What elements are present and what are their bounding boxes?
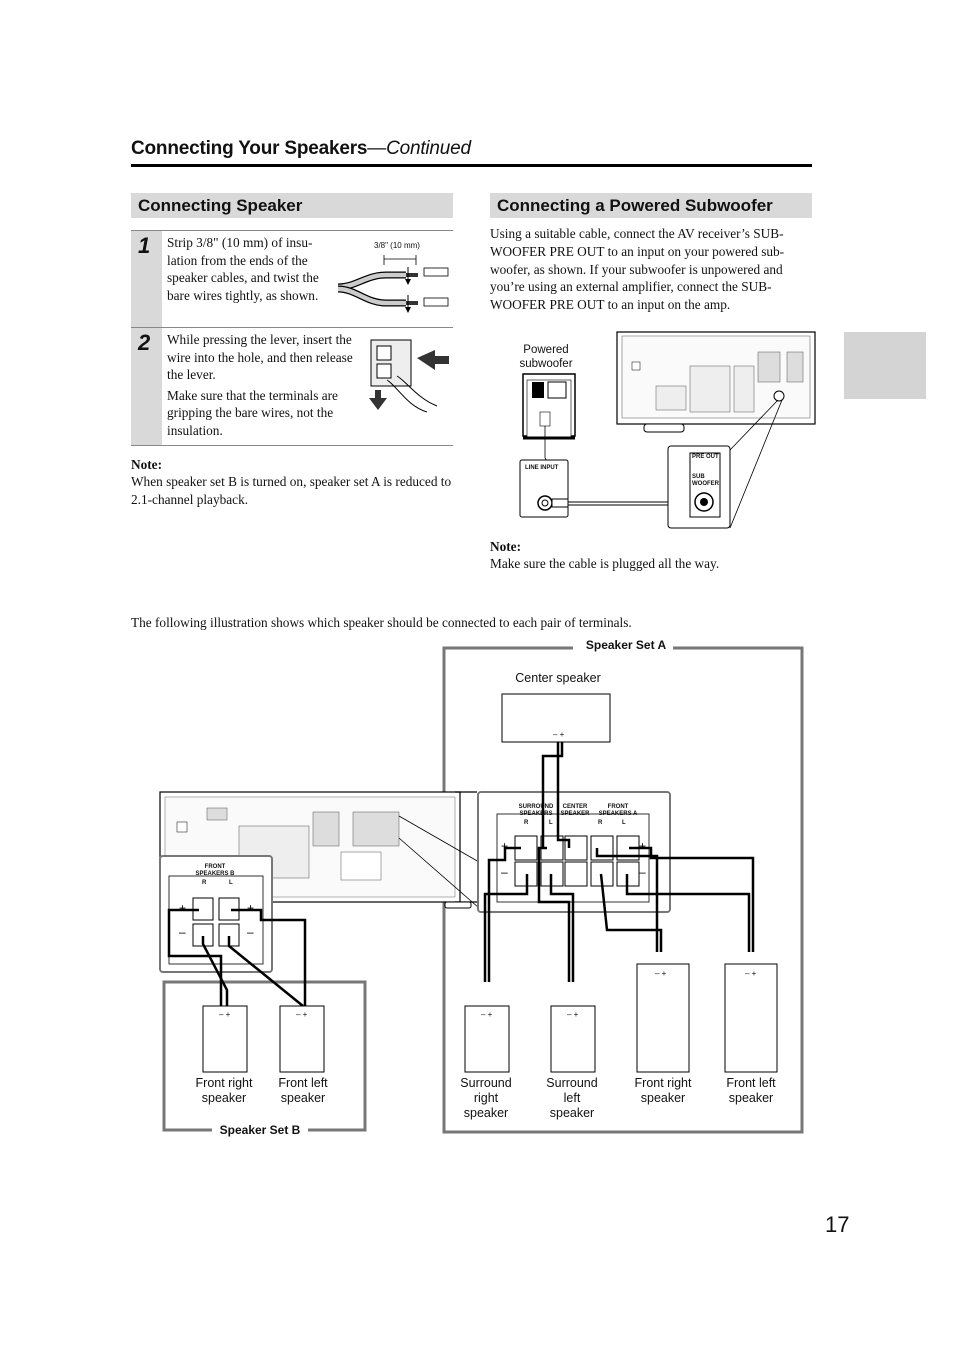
speaker-b-front-left-label: Front left speaker <box>278 1076 328 1105</box>
subwoofer-body-text: Using a suitable cable, connect the AV r… <box>490 226 785 313</box>
terminal-a-front-r: R <box>598 820 603 826</box>
step-1-text: Strip 3/8" (10 mm) of insu-lation from t… <box>167 235 319 303</box>
speaker-a2-polarity: – + <box>567 1010 579 1019</box>
header-continued: —Continued <box>367 138 471 159</box>
speaker-a4-polarity: – + <box>745 969 757 978</box>
svg-text:+: + <box>179 901 186 915</box>
speaker-a3-polarity: – + <box>655 969 667 978</box>
left-note: Note: When speaker set B is turned on, s… <box>131 457 453 509</box>
illustration-intro: The following illustration shows which s… <box>131 615 632 630</box>
right-note-heading: Note: <box>490 539 522 554</box>
speaker-wiring-diagram: + + – – + + – – <box>159 646 804 1134</box>
speaker-b-front-right-label: Front right speaker <box>195 1076 253 1105</box>
center-polarity: – + <box>553 730 565 739</box>
right-note-text: Make sure the cable is plugged all the w… <box>490 556 720 571</box>
step-row-2: 2 While pressing the lever, insert the w… <box>131 328 453 446</box>
strip-length-label: 3/8" (10 mm) <box>374 241 420 250</box>
line-input-label: LINE INPUT <box>525 465 559 471</box>
header-rule <box>131 164 812 167</box>
terminal-a-surround-r: R <box>524 820 529 826</box>
step-2-text-b: Make sure that the terminals are grippin… <box>167 387 338 438</box>
center-speaker-terminal-label: CENTER SPEAKER <box>560 804 590 817</box>
svg-text:–: – <box>639 865 646 879</box>
front-speakers-a-terminal-label: FRONT SPEAKERS A <box>598 804 638 817</box>
side-thumb-tab <box>844 332 926 399</box>
speaker-a1-polarity: – + <box>481 1010 493 1019</box>
powered-subwoofer-label: Powered subwoofer <box>519 344 573 370</box>
speaker-b1-polarity: – + <box>219 1010 231 1019</box>
speaker-a-surround-right-label: Surround right speaker <box>460 1076 512 1120</box>
svg-text:–: – <box>179 925 186 939</box>
step-number-2: 2 <box>131 328 162 445</box>
svg-text:+: + <box>501 839 508 853</box>
left-note-text: When speaker set B is turned on, speaker… <box>131 474 452 507</box>
terminal-b-l: L <box>229 880 233 886</box>
step-number-1: 1 <box>131 231 162 327</box>
svg-text:–: – <box>501 865 508 879</box>
front-speakers-b-terminal-label: FRONT SPEAKERS B <box>195 864 235 877</box>
speaker-a-front-left-label: Front left speaker <box>726 1076 776 1105</box>
svg-text:+: + <box>247 901 254 915</box>
page-header: Connecting Your Speakers—Continued <box>131 138 471 160</box>
page-number: 17 <box>825 1212 850 1237</box>
header-title: Connecting Your Speakers <box>131 138 368 159</box>
speaker-b2-polarity: – + <box>296 1010 308 1019</box>
subwoofer-connection-figure <box>519 331 816 529</box>
center-speaker-label: Center speaker <box>515 671 601 685</box>
terminal-b-r: R <box>202 880 207 886</box>
lever-terminal-figure <box>369 339 449 413</box>
svg-text:–: – <box>247 925 254 939</box>
speaker-a-surround-left-label: Surround left speaker <box>546 1076 598 1120</box>
terminal-a-surround-l: L <box>549 820 553 826</box>
wire-strip-figure <box>337 255 449 313</box>
sub-woofer-label: SUB WOOFER <box>692 474 719 487</box>
section-heading-connecting-speaker: Connecting Speaker <box>131 193 453 218</box>
surround-speakers-terminal-label: SURROUND SPEAKERS <box>518 804 554 817</box>
speaker-set-b-label: Speaker Set B <box>212 1123 308 1138</box>
speaker-set-a-label: Speaker Set A <box>580 638 672 653</box>
step-row-1: 1 Strip 3/8" (10 mm) of insu-lation from… <box>131 231 453 328</box>
step-2-text: While pressing the lever, insert the wir… <box>167 328 357 440</box>
right-note: Note: Make sure the cable is plugged all… <box>490 539 812 573</box>
terminal-a-front-l: L <box>622 820 626 826</box>
speaker-a-front-right-label: Front right speaker <box>634 1076 692 1105</box>
svg-text:+: + <box>639 839 646 853</box>
steps-table: 1 Strip 3/8" (10 mm) of insu-lation from… <box>131 230 453 446</box>
left-note-heading: Note: <box>131 457 163 472</box>
step-2-text-a: While pressing the lever, insert the wir… <box>167 332 353 383</box>
pre-out-label: PRE OUT <box>692 454 719 460</box>
section-heading-powered-subwoofer: Connecting a Powered Subwoofer <box>490 193 812 218</box>
